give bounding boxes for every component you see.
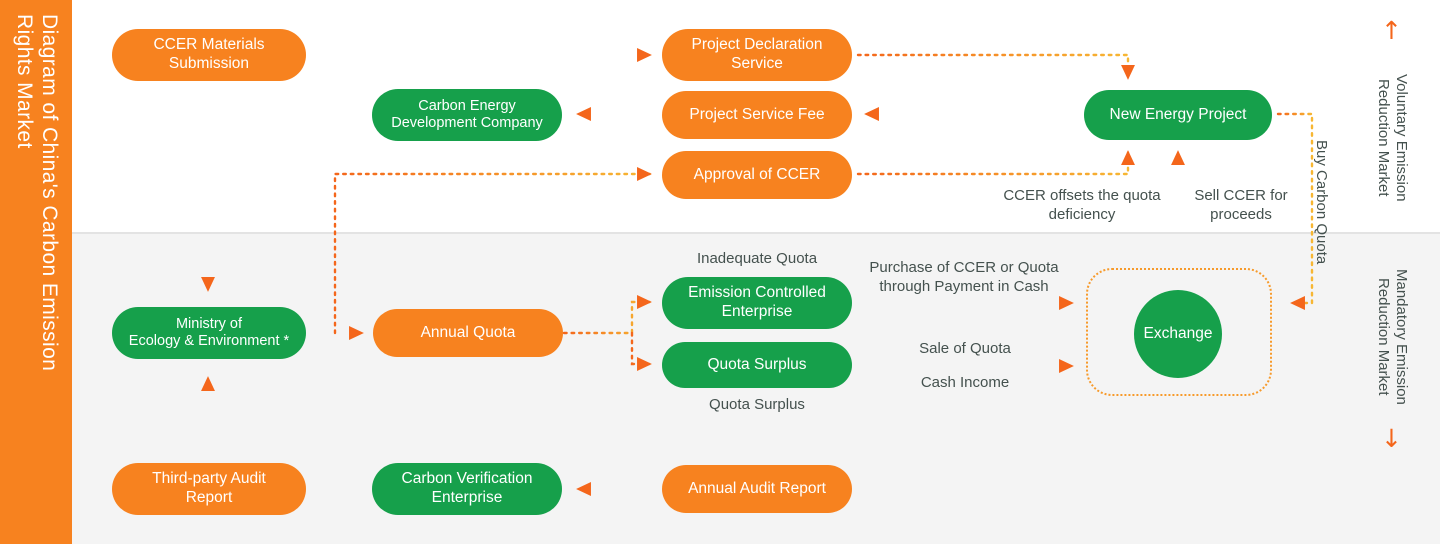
label-buy-carbon-quota: Buy Carbon Quota — [1313, 140, 1330, 265]
label-cash-income: Cash Income — [920, 374, 1010, 391]
node-carbon-verification-enterprise[interactable]: Carbon Verification Enterprise — [372, 463, 562, 515]
node-ministry-of-ecology-environment[interactable]: Ministry of Ecology & Environment * — [112, 307, 306, 359]
node-quota-surplus[interactable]: Quota Surplus — [662, 342, 852, 388]
node-approval-of-ccer[interactable]: Approval of CCER — [662, 151, 852, 199]
down-arrow-icon: ↓ — [1381, 424, 1402, 453]
label-inadequate-quota: Inadequate Quota — [696, 250, 818, 267]
label-purchase-of-ccer-or-quota: Purchase of CCER or Quota through Paymen… — [869, 259, 1059, 295]
node-annual-audit-report[interactable]: Annual Audit Report — [662, 465, 852, 513]
label-quota-surplus-below: Quota Surplus — [709, 396, 805, 413]
label-sale-of-quota: Sale of Quota — [919, 340, 1011, 357]
label-ccer-offsets-quota-deficiency: CCER offsets the quota deficiency — [1003, 187, 1161, 223]
node-emission-controlled-enterprise[interactable]: Emission Controlled Enterprise — [662, 277, 852, 329]
label-sell-ccer-for-proceeds: Sell CCER for proceeds — [1194, 187, 1288, 223]
node-project-service-fee[interactable]: Project Service Fee — [662, 91, 852, 139]
up-arrow-icon: ↑ — [1381, 16, 1402, 45]
band-divider — [72, 232, 1440, 234]
label-mandatory-emission-reduction-market: Mandatory Emission Reduction Market — [1375, 269, 1410, 405]
node-project-declaration-service[interactable]: Project Declaration Service — [662, 29, 852, 81]
node-ccer-materials-submission[interactable]: CCER Materials Submission — [112, 29, 306, 81]
node-third-party-audit-report[interactable]: Third-party Audit Report — [112, 463, 306, 515]
node-annual-quota[interactable]: Annual Quota — [373, 309, 563, 357]
label-voluntary-emission-reduction-market: Voluntary Emission Reduction Market — [1375, 74, 1410, 202]
exchange-container — [1086, 268, 1272, 396]
diagram-title: Diagram of China's Carbon Emission Right… — [13, 14, 61, 372]
title-rail: Diagram of China's Carbon Emission Right… — [0, 0, 72, 544]
node-new-energy-project[interactable]: New Energy Project — [1084, 90, 1272, 140]
node-exchange[interactable]: Exchange — [1134, 290, 1222, 378]
node-carbon-energy-development-company[interactable]: Carbon Energy Development Company — [372, 89, 562, 141]
